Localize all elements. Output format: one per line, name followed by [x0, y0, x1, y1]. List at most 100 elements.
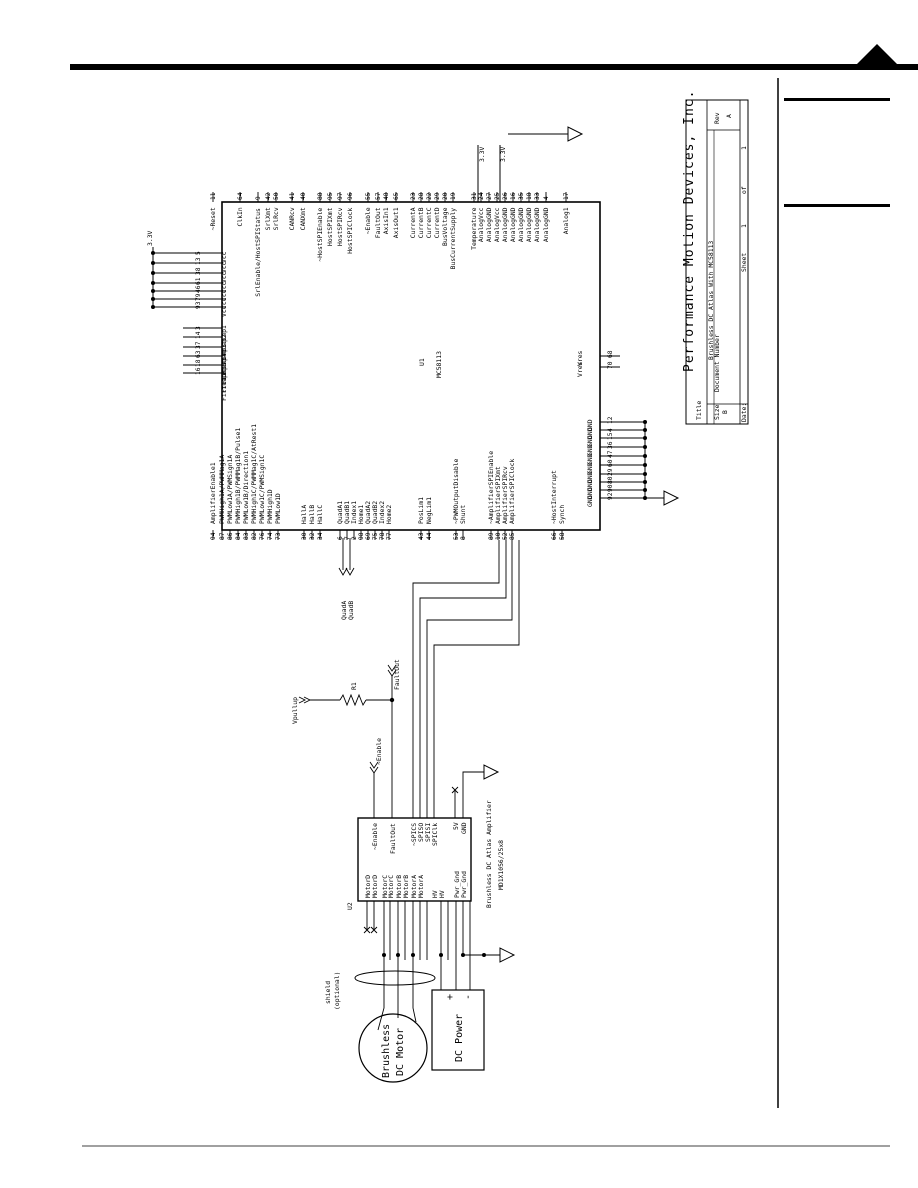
u1-bottom-pin-number: 53 [453, 532, 460, 540]
u1-bottom-pin-label: PWMLow1C/PWMSign1C [258, 455, 266, 524]
u2-pin-label: GND [460, 822, 468, 834]
gnd-pin-label: GND [586, 487, 594, 499]
u1-pin-number: 48 [383, 192, 390, 200]
u1-bottom-pin-label: HallB [308, 505, 316, 524]
motor-label-2: DC Motor [395, 1028, 406, 1076]
u1-body [221, 201, 601, 531]
u2-pin-label: SPIClk [431, 823, 439, 846]
u1-bottom-pin-label: Home2 [385, 505, 393, 524]
gnd-pin-number: 36 [607, 441, 614, 449]
title-block: Performance Motion Devices, Inc. Title B… [682, 90, 749, 425]
vcc-junction [151, 305, 155, 309]
u1-bottom-pin-label: NegLim1 [425, 497, 433, 524]
u1-pin-number: 20 [442, 192, 449, 200]
u1-pin-number: 42 [265, 192, 272, 200]
u2-pin-label: FaultOut [389, 823, 397, 854]
title-value: Brushless DC Atlas With MC58113 [707, 241, 715, 360]
u1-bottom-pin-label: ~HostInterrupt [550, 470, 558, 524]
u1-pin-label: Temperature [470, 207, 478, 249]
u1-bottom-pin-number: 94 [210, 532, 217, 540]
u1-bottom-pin-number: 30 [301, 532, 308, 540]
gnd-pin-number: 60 [607, 459, 614, 467]
u2-pin-label: Pwr_Gnd [453, 871, 461, 898]
u2-pin-label: MotorD [364, 875, 372, 898]
u1-bottom-pin-number: 75 [372, 532, 379, 540]
u1-pin-label: HostSPIRcv [336, 207, 344, 246]
u1-pin-number: 55 [365, 192, 372, 200]
u1-bottom-pin-number: 44 [426, 532, 433, 540]
u1-pin-label: ~Reset [209, 207, 217, 230]
power-gnd-symbol-icon [499, 947, 516, 963]
gnd-pin-label: GND [586, 479, 594, 491]
u1-pin-number: 4 [543, 196, 550, 200]
u1-pin-label: Analog1 [562, 207, 570, 234]
u1-bottom-pin-label: PWMLow1D [274, 493, 282, 524]
quada-label: QuadA [340, 601, 348, 620]
u1-pin-number: 28 [418, 192, 425, 200]
sheet-number: 1 [740, 224, 748, 228]
u1-bottom-pin-label: QuadB1 [343, 501, 351, 524]
vres-pin-number: 68 [607, 350, 614, 358]
u1-bottom-pin-number: 52 [502, 532, 509, 540]
u2-pin-label: MotorC [381, 875, 389, 898]
u1-bottom-pin-label: Home1 [357, 505, 365, 524]
u1-pin-number: 57 [375, 192, 382, 200]
u1-pin-label: CurrentB [417, 207, 425, 238]
u1-pin-label: CurrentA [409, 207, 417, 238]
u1-left-pins: 11~Reset64ClkIn9SrlEnable/HostSPIStatus4… [209, 192, 570, 297]
motor-label-1: Brushless [381, 1024, 392, 1078]
u1-bottom-pin-number: 87 [219, 532, 226, 540]
u1-bottom-pin-number: 73 [275, 532, 282, 540]
v33-label-a: 3.3V [478, 146, 486, 162]
u1-pin-label: ~Enable [364, 207, 372, 234]
header-triangle-icon [855, 44, 899, 66]
u1-pin-label: SrlRcv [272, 207, 280, 230]
vcc-pin-number: 93 [195, 301, 202, 309]
quad-arrow-icon [338, 567, 355, 576]
vres-pin-label: Vres [576, 361, 584, 377]
date-label: Date: [740, 403, 748, 422]
u1-pin-number: 41 [289, 192, 296, 200]
u1-pin-number: 22 [426, 192, 433, 200]
vcc-pin-label: Vcc [220, 251, 228, 263]
u1-pin-label: CurrentC [425, 207, 433, 238]
u1-pin-label: SrlXmt [264, 207, 272, 230]
u1-bottom-pin-label: PWMLow1B/Direction1 [242, 451, 250, 524]
u1-pin-number: 19 [450, 192, 457, 200]
sheet-label: Sheet [740, 253, 748, 272]
u1-pin-label: AnalogGND [509, 207, 517, 242]
u1-bottom-pin-number: 34 [317, 532, 324, 540]
gnd-pin-number: 15 [607, 432, 614, 440]
u1-pin-number: 27 [486, 192, 493, 200]
vcc-pin-number: 61 [195, 277, 202, 285]
r1-label: R1 [350, 682, 358, 690]
gnd-pin-label: GND [586, 495, 594, 507]
u1-bottom-pin-number: 77 [386, 532, 393, 540]
vcc-pin-label: Vcc [220, 289, 228, 301]
vcc-pin-number: 46 [195, 285, 202, 293]
sheet-total: 1 [740, 146, 748, 150]
u2-power-wires [451, 771, 484, 818]
enable-net [369, 761, 379, 818]
u1-pin-label: ClkIn [236, 207, 244, 226]
u1-bottom-pin-number: 86 [227, 532, 234, 540]
u1-pin-label: ~HostSPIEnable [316, 208, 324, 262]
gnd-pin-label: GND [586, 435, 594, 447]
u1-bottom-pin-label: PWMHigh1C/PWMMag1C/AtRest1 [250, 424, 258, 524]
u1-pin-label: HostSPIClock [346, 207, 354, 253]
gnd-pin-number: 29 [607, 468, 614, 476]
rev-label: Rev [713, 112, 721, 124]
company-name: Performance Motion Devices, Inc. [682, 90, 697, 372]
u2-pin-label: Pwr_Gnd [460, 871, 468, 898]
u2-pin-label: SPISO [417, 823, 425, 842]
u1-pin-number: 11 [210, 192, 217, 200]
u1-pin-number: 29 [434, 192, 441, 200]
gnd-symbol-icon [663, 490, 680, 506]
u1-bottom-pin-label: Index2 [378, 501, 386, 524]
u1-bottom-pin-number: 69 [365, 532, 372, 540]
shield-ellipse [354, 970, 436, 986]
filtcap-pin-label: FiltCap1 [220, 325, 228, 356]
u1-bottom-pin-number: 82 [251, 532, 258, 540]
